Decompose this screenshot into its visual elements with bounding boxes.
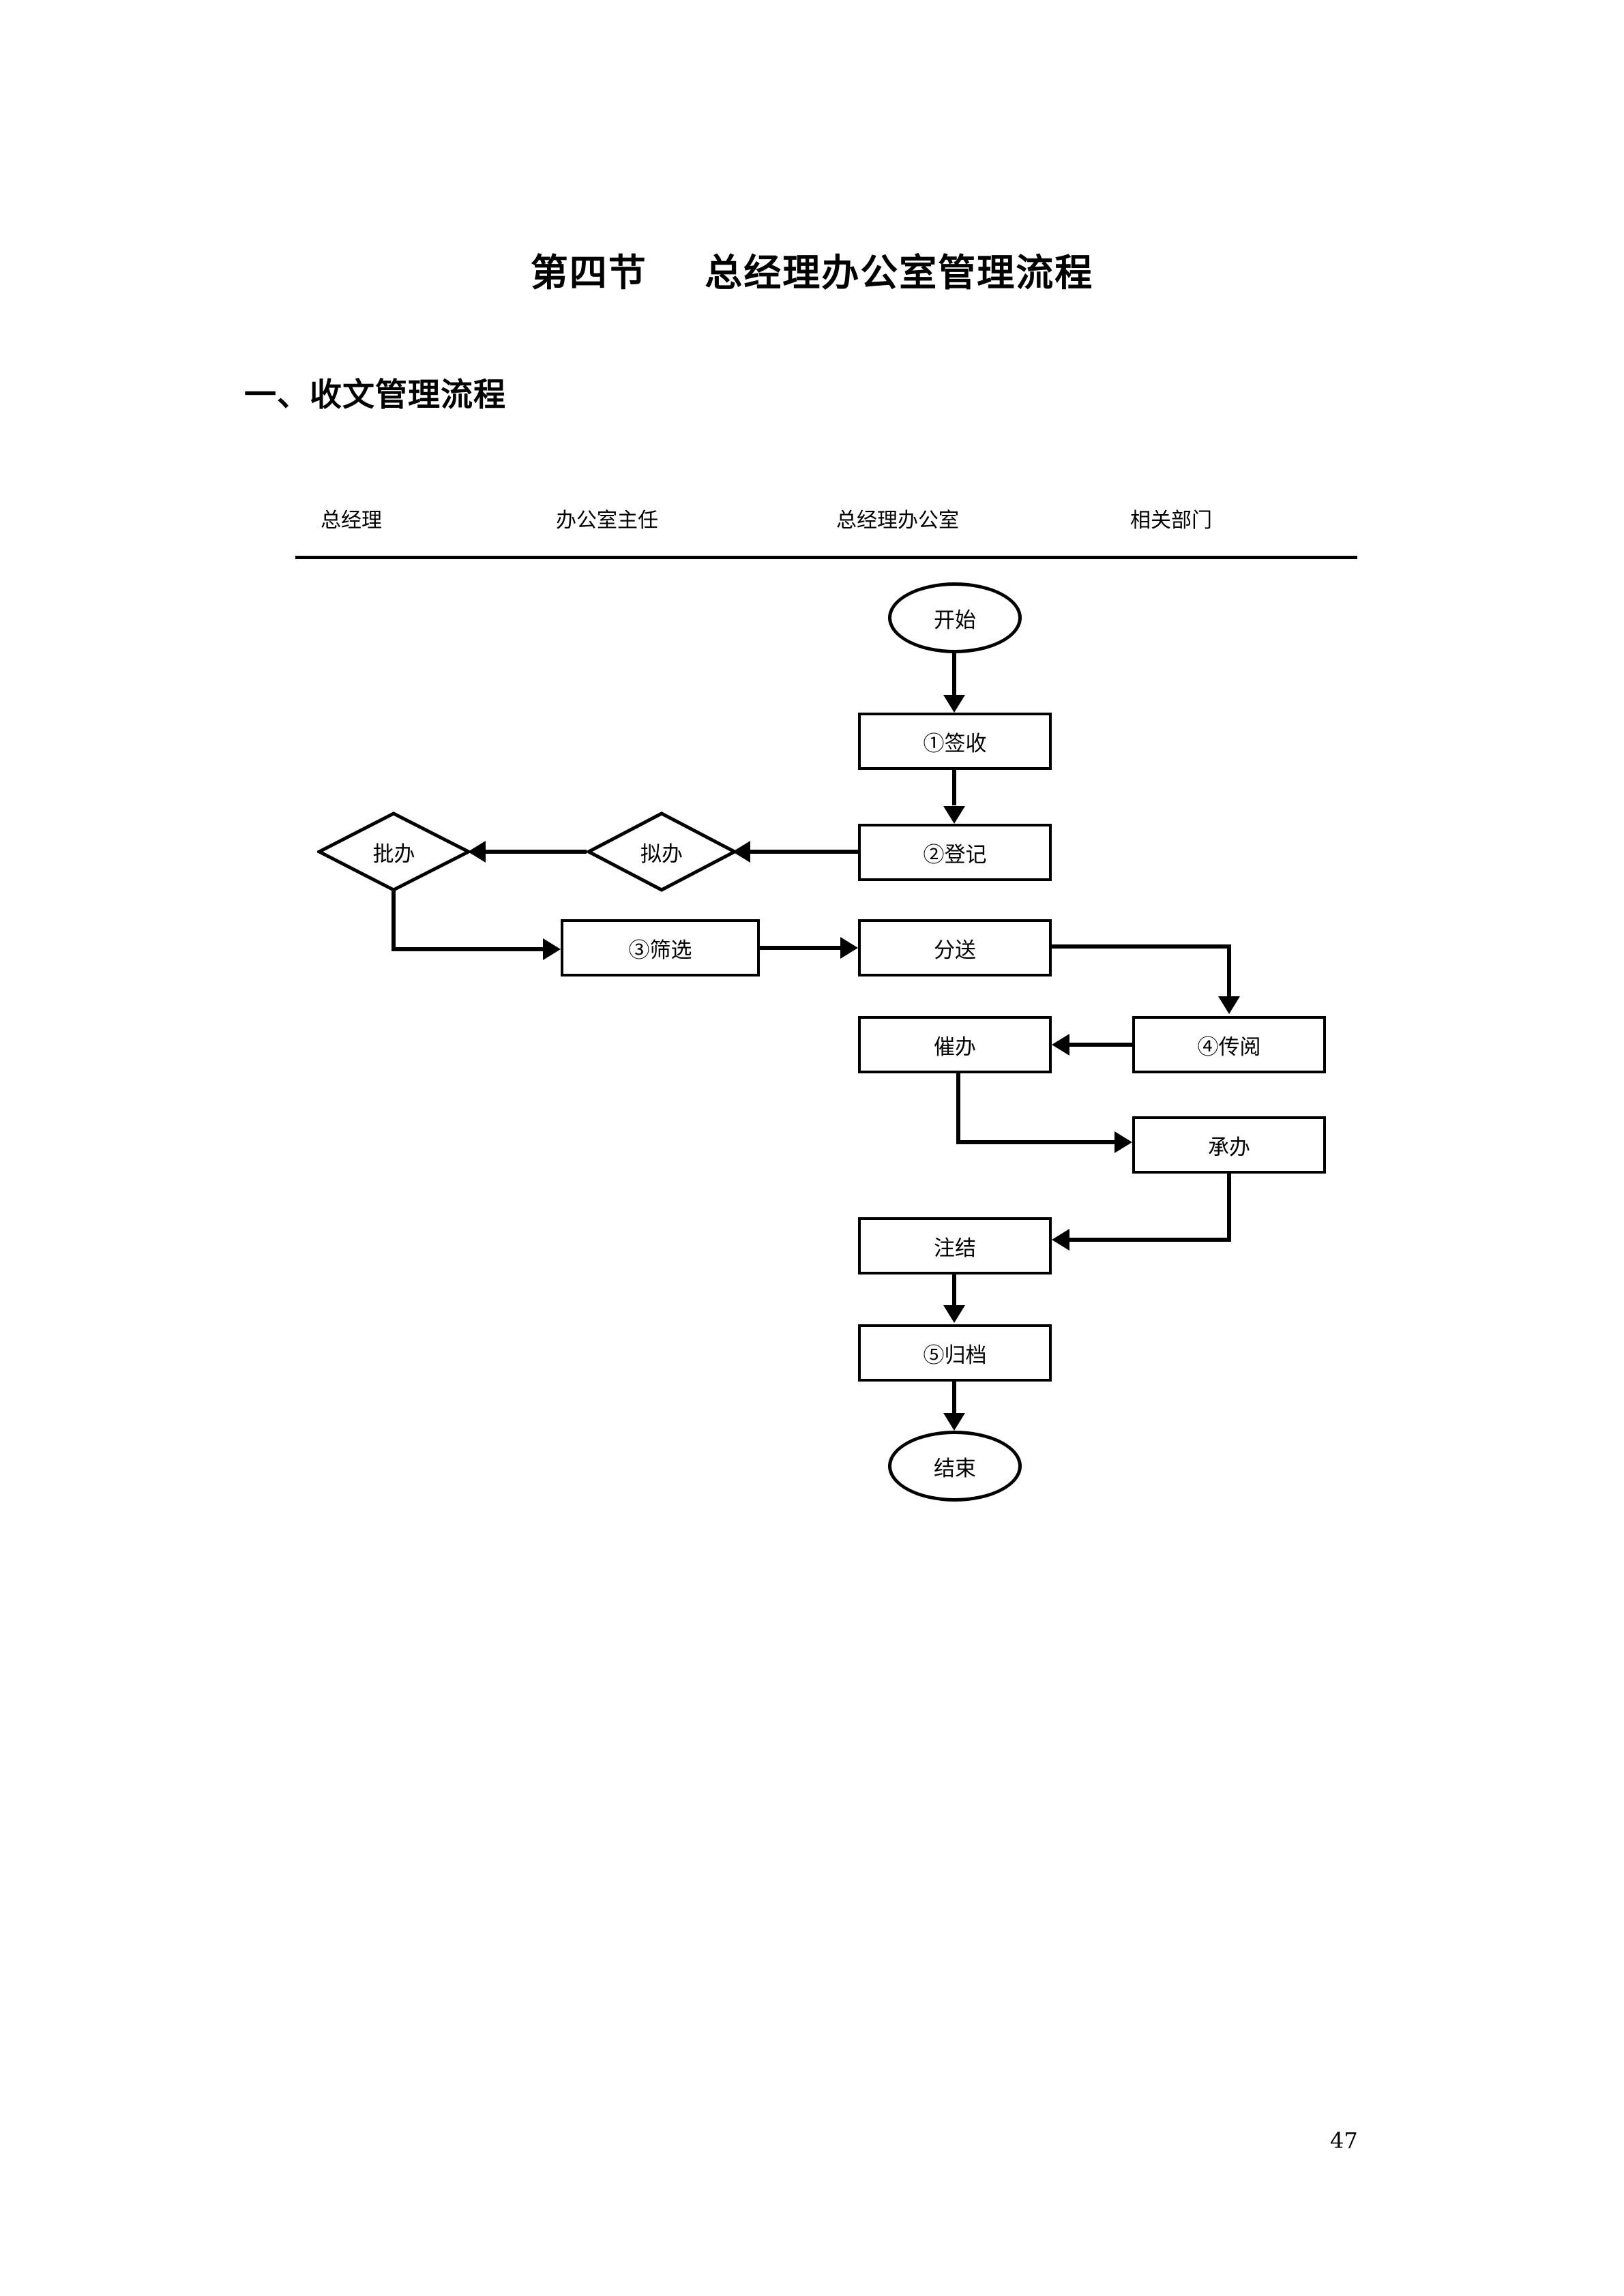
node-screen[interactable]: ③筛选 bbox=[561, 919, 760, 976]
edge-register-to-draft bbox=[749, 850, 858, 854]
edge-sign-to-register bbox=[952, 770, 956, 805]
edge-urge-to-handle-horizontal bbox=[956, 1140, 1116, 1144]
section-heading: 一、收文管理流程 bbox=[244, 376, 506, 414]
arrowhead-circulate-to-urge bbox=[1052, 1034, 1069, 1056]
arrowhead-handle-to-conclude bbox=[1052, 1229, 1069, 1251]
node-start[interactable]: 开始 bbox=[888, 582, 1022, 653]
diamond-shape-icon bbox=[317, 811, 471, 892]
node-urge[interactable]: 催办 bbox=[858, 1016, 1052, 1073]
edge-approve-to-screen-horizontal bbox=[392, 947, 544, 951]
edge-handle-to-conclude-horizontal bbox=[1068, 1238, 1231, 1242]
node-deliver[interactable]: 分送 bbox=[858, 919, 1052, 976]
swimlane-header-general-manager: 总经理 bbox=[321, 509, 382, 533]
arrowhead-urge-to-handle bbox=[1114, 1131, 1132, 1153]
arrowhead-sign-to-register bbox=[943, 806, 965, 824]
node-handle[interactable]: 承办 bbox=[1132, 1116, 1326, 1174]
edge-start-to-sign bbox=[952, 651, 956, 698]
edge-urge-to-handle-vertical bbox=[956, 1073, 960, 1144]
arrowhead-start-to-sign bbox=[943, 695, 965, 713]
arrowhead-screen-to-deliver bbox=[840, 937, 858, 959]
arrowhead-conclude-to-archive bbox=[943, 1305, 965, 1323]
swimlane-header-office-director: 办公室主任 bbox=[556, 509, 658, 533]
edge-archive-to-end bbox=[952, 1382, 956, 1414]
edge-deliver-to-circulate-horizontal bbox=[1052, 944, 1231, 949]
page-number: 47 bbox=[1330, 2128, 1358, 2153]
edge-handle-to-conclude-vertical bbox=[1227, 1174, 1231, 1242]
page-title: 第四节 总经理办公室管理流程 bbox=[530, 250, 1094, 295]
node-archive[interactable]: ⑤归档 bbox=[858, 1324, 1052, 1382]
node-sign-receipt[interactable]: ①签收 bbox=[858, 713, 1052, 770]
node-end[interactable]: 结束 bbox=[888, 1431, 1022, 1502]
arrowhead-archive-to-end bbox=[943, 1413, 965, 1431]
arrowhead-deliver-to-circulate bbox=[1218, 996, 1240, 1014]
arrowhead-approve-to-screen bbox=[543, 938, 561, 960]
edge-conclude-to-archive bbox=[952, 1274, 956, 1306]
node-register[interactable]: ②登记 bbox=[858, 824, 1052, 881]
node-conclude[interactable]: 注结 bbox=[858, 1217, 1052, 1274]
swimlane-header-gm-office: 总经理办公室 bbox=[836, 509, 959, 533]
edge-draft-to-approve bbox=[484, 850, 587, 854]
swimlane-header-related-department: 相关部门 bbox=[1130, 509, 1212, 533]
diamond-shape-icon bbox=[587, 811, 737, 892]
edge-deliver-to-circulate-vertical bbox=[1227, 944, 1231, 998]
node-draft-proposal[interactable]: 拟办 bbox=[587, 811, 737, 892]
edge-circulate-to-urge bbox=[1068, 1043, 1132, 1047]
arrowhead-draft-to-approve bbox=[468, 841, 486, 863]
node-draft-proposal-label: 拟办 bbox=[640, 841, 683, 867]
node-circulate[interactable]: ④传阅 bbox=[1132, 1016, 1326, 1073]
swimlane-divider bbox=[295, 556, 1357, 559]
node-approve[interactable]: 批办 bbox=[317, 811, 471, 892]
edge-approve-to-screen-vertical bbox=[392, 890, 396, 951]
edge-screen-to-deliver bbox=[760, 946, 842, 950]
node-approve-label: 批办 bbox=[372, 841, 415, 867]
